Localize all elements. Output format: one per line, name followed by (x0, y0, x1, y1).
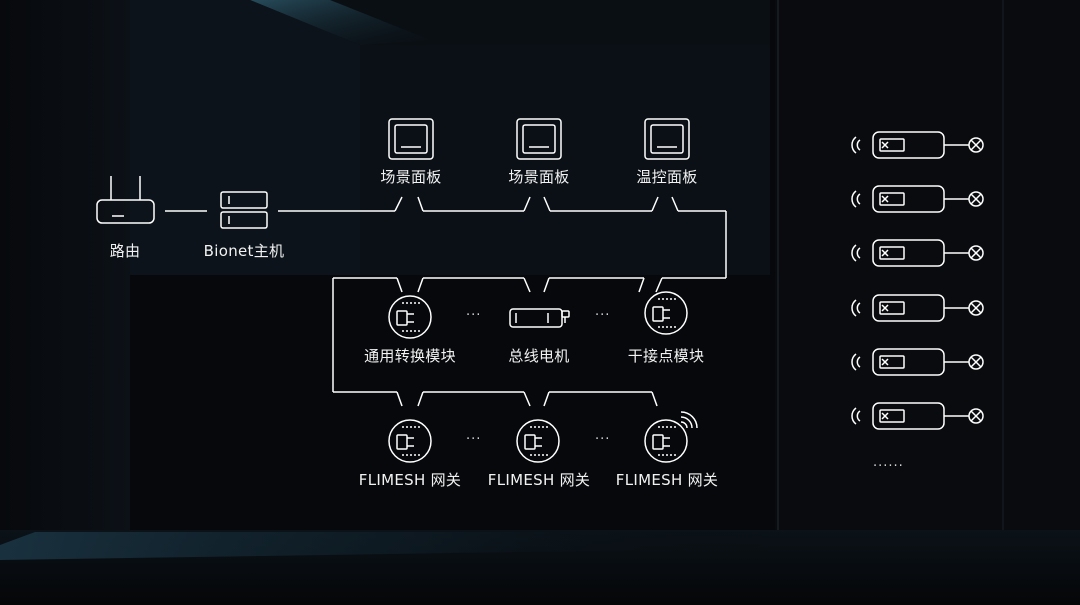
wireless-device-icon (851, 294, 984, 322)
ellipsis: ··· (595, 308, 611, 323)
host-label: Bionet主机 (203, 242, 285, 260)
wall-panel-icon (516, 118, 562, 160)
gateway-label: FLIMESH 网关 (487, 471, 591, 489)
router-icon (96, 176, 155, 224)
wireless-device-icon (851, 185, 984, 213)
devices-more-ellipsis: ...... (873, 455, 904, 470)
gateway-label: FLIMESH 网关 (615, 471, 719, 489)
scene-panel-label: 场景面板 (380, 168, 442, 186)
wireless-device-icon (851, 402, 984, 430)
router-label: 路由 (109, 242, 141, 260)
module-icon (516, 419, 560, 463)
ellipsis: ··· (595, 432, 611, 447)
scene-panel-label: 场景面板 (508, 168, 570, 186)
bus-lines (278, 196, 727, 407)
wireless-device-icon (851, 348, 984, 376)
wireless-device-icon (851, 239, 984, 267)
dry-contact-module-label: 干接点模块 (627, 347, 705, 365)
module-icon (644, 419, 688, 463)
wireless-signal-icon (680, 411, 698, 429)
wall-panel-icon (388, 118, 434, 160)
module-icon (388, 295, 432, 339)
wall-panel-icon (644, 118, 690, 160)
ellipsis: ··· (466, 308, 482, 323)
bus-motor-icon (509, 308, 570, 328)
temp-panel-label: 温控面板 (636, 168, 698, 186)
universal-module-label: 通用转换模块 (364, 347, 456, 365)
wireless-device-icon (851, 131, 984, 159)
server-icon (220, 191, 268, 229)
ellipsis: ··· (466, 432, 482, 447)
bus-motor-label: 总线电机 (508, 347, 570, 365)
gateway-label: FLIMESH 网关 (358, 471, 462, 489)
module-icon (388, 419, 432, 463)
module-icon (644, 291, 688, 335)
